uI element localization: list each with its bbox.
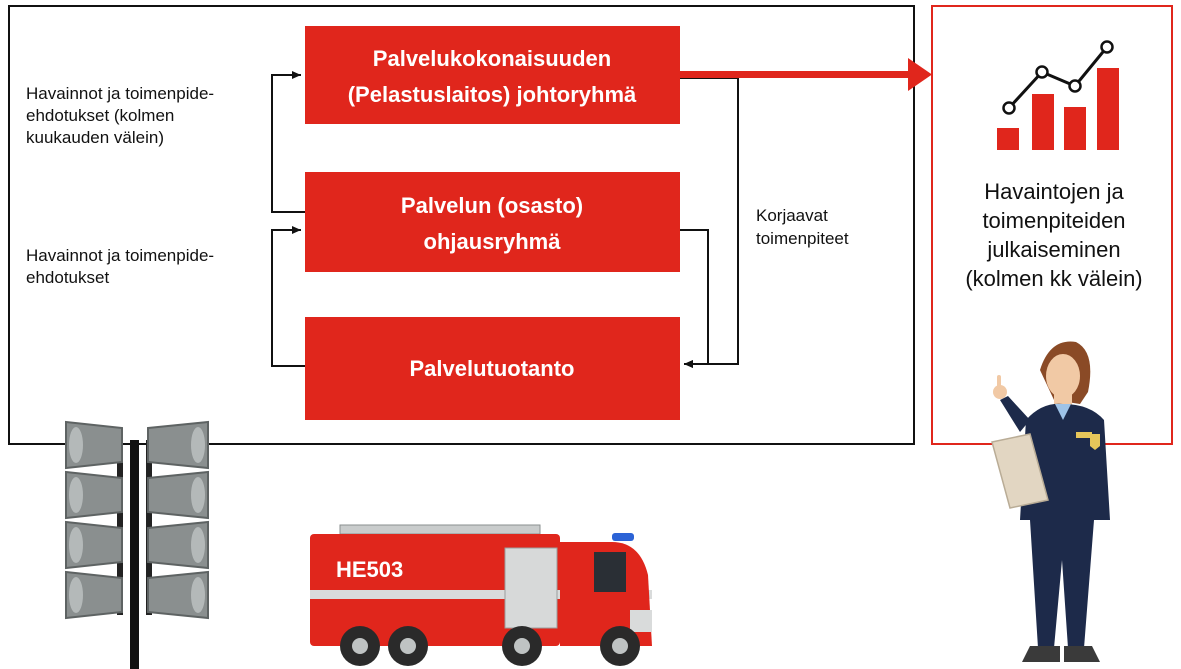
quarterly-feedback-line1: Havainnot ja toimenpide- xyxy=(26,84,214,103)
publication-line3: julkaiseminen xyxy=(986,237,1120,262)
management-box-line2: (Pelastuslaitos) johtoryhmä xyxy=(348,82,637,107)
quarterly-feedback-line2: ehdotukset (kolmen xyxy=(26,106,174,125)
corrective-line2: toimenpiteet xyxy=(756,229,849,248)
steering-box: Palvelun (osasto) ohjausryhmä xyxy=(305,172,680,272)
corrective-actions-label: Korjaavat toimenpiteet xyxy=(756,206,849,248)
quarterly-feedback-line3: kuukauden välein) xyxy=(26,128,164,147)
steering-box-line2: ohjausryhmä xyxy=(424,229,562,254)
quarterly-feedback-label: Havainnot ja toimenpide- ehdotukset (kol… xyxy=(26,84,214,147)
connector-steering-to-management xyxy=(271,71,305,213)
connector-production-to-steering xyxy=(271,226,305,367)
publication-arrow xyxy=(680,58,932,91)
steering-box-line1: Palvelun (osasto) xyxy=(401,193,583,218)
feedback-line2: ehdotukset xyxy=(26,268,109,287)
production-box-label: Palvelutuotanto xyxy=(409,356,574,381)
production-box: Palvelutuotanto xyxy=(305,317,680,420)
corrective-line1: Korjaavat xyxy=(756,206,828,225)
publication-line2: toimenpiteiden xyxy=(982,208,1125,233)
fire-officer-illustration xyxy=(991,341,1110,662)
feedback-label: Havainnot ja toimenpide- ehdotukset xyxy=(26,246,214,287)
publication-label: Havaintojen ja toimenpiteiden julkaisemi… xyxy=(965,179,1142,291)
warning-siren-icon xyxy=(65,420,209,669)
process-frame xyxy=(8,5,915,445)
truck-plate: HE503 xyxy=(336,557,403,582)
feedback-line1: Havainnot ja toimenpide- xyxy=(26,246,214,265)
bar-line-chart-icon xyxy=(997,40,1119,150)
fire-truck-icon: HE503 xyxy=(310,524,652,666)
management-box: Palvelukokonaisuuden (Pelastuslaitos) jo… xyxy=(305,26,680,124)
management-box-line1: Palvelukokonaisuuden xyxy=(373,46,611,71)
connector-steering-to-production xyxy=(680,229,709,368)
publication-line1: Havaintojen ja xyxy=(984,179,1124,204)
publication-line4: (kolmen kk välein) xyxy=(965,266,1142,291)
